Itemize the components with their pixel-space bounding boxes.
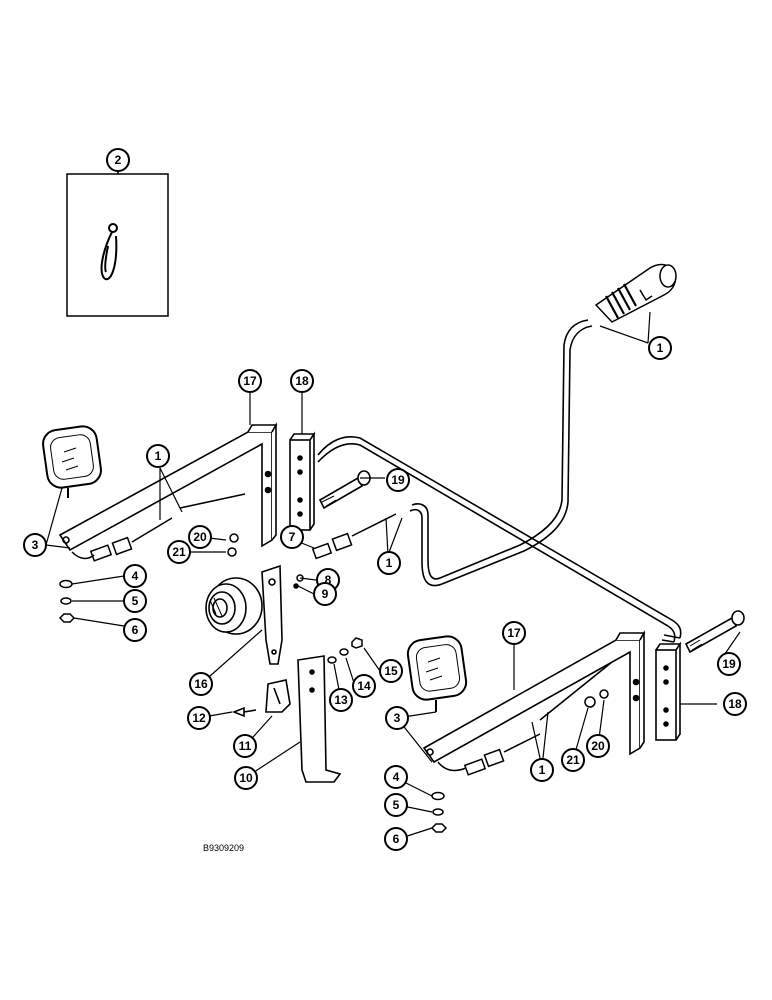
svg-text:18: 18: [295, 374, 309, 388]
svg-text:21: 21: [566, 753, 580, 767]
tie-strap-icon: [100, 223, 118, 281]
callout: 12: [187, 706, 211, 730]
svg-text:1: 1: [657, 341, 664, 355]
right-plate: [655, 641, 682, 741]
callouts: 2 1 17 18 1 19 3 20 21 7 8 1 4 5 6 9 17 …: [23, 148, 747, 851]
callout: 1: [146, 444, 170, 468]
svg-text:20: 20: [193, 530, 207, 544]
callout: 5: [123, 589, 147, 613]
svg-text:2: 2: [115, 153, 122, 167]
callout: 13: [329, 688, 353, 712]
svg-text:13: 13: [334, 693, 348, 707]
horn-bracket: [261, 564, 283, 665]
callout: 17: [502, 621, 526, 645]
callout: 17: [238, 369, 262, 393]
callout: 6: [384, 827, 408, 851]
callout: 16: [189, 672, 213, 696]
callout: 15: [379, 659, 403, 683]
callout: 21: [561, 748, 585, 772]
svg-text:19: 19: [722, 657, 736, 671]
support-bracket: [297, 655, 342, 783]
callout: 14: [352, 674, 376, 698]
left-lamp-icon: [42, 425, 102, 498]
left-plate: [289, 431, 316, 531]
svg-text:9: 9: [322, 587, 329, 601]
callout: 7: [280, 525, 304, 549]
callout: 3: [385, 706, 409, 730]
harness-plug-icon: [594, 263, 677, 323]
right-bracket: [422, 629, 646, 764]
callout: 11: [233, 734, 257, 758]
callout: 2: [106, 148, 130, 172]
svg-text:7: 7: [289, 530, 296, 544]
callout: 18: [723, 692, 747, 716]
clamp-icon: [265, 679, 291, 713]
callout: 10: [234, 766, 258, 790]
callout: 1: [530, 758, 554, 782]
svg-text:14: 14: [357, 679, 371, 693]
svg-text:16: 16: [194, 677, 208, 691]
svg-text:20: 20: [591, 739, 605, 753]
callout: 18: [290, 369, 314, 393]
svg-text:19: 19: [391, 473, 405, 487]
svg-text:12: 12: [192, 711, 206, 725]
inset-box: [66, 172, 169, 317]
callout: 21: [167, 540, 191, 564]
svg-text:15: 15: [384, 664, 398, 678]
right-hardware-icon: [430, 791, 448, 833]
svg-text:18: 18: [728, 697, 742, 711]
right-connector-icon: [437, 733, 541, 776]
callout: 9: [313, 582, 337, 606]
callout: 1: [648, 336, 672, 360]
svg-text:3: 3: [32, 538, 39, 552]
callout: 19: [386, 468, 410, 492]
right-bolt-icon: [684, 610, 745, 654]
horn-icon: [205, 577, 263, 635]
figure-reference-code: B9309209: [203, 843, 244, 853]
svg-text:17: 17: [243, 374, 257, 388]
callout: 19: [717, 652, 741, 676]
callout: 1: [377, 551, 401, 575]
center-connector-icon: [311, 513, 397, 560]
left-bracket: [58, 421, 278, 552]
svg-text:17: 17: [507, 626, 521, 640]
left-bolt-icon: [318, 470, 371, 510]
callout: 20: [586, 734, 610, 758]
callout: 3: [23, 533, 47, 557]
svg-text:8: 8: [325, 573, 332, 587]
callout: 6: [123, 618, 147, 642]
svg-text:1: 1: [155, 449, 162, 463]
callout: 5: [384, 793, 408, 817]
svg-text:6: 6: [393, 832, 400, 846]
callout: 20: [188, 525, 212, 549]
svg-text:11: 11: [239, 739, 252, 753]
svg-text:1: 1: [386, 556, 393, 570]
svg-text:4: 4: [132, 569, 139, 583]
svg-text:5: 5: [393, 798, 400, 812]
svg-text:1: 1: [539, 763, 546, 777]
right-lamp-icon: [406, 635, 468, 712]
center-hardware-icon: [327, 637, 363, 664]
svg-text:3: 3: [394, 711, 401, 725]
right-washer-icon: [584, 689, 609, 708]
screw-icon: [231, 706, 257, 718]
svg-text:21: 21: [172, 545, 186, 559]
callout: 4: [123, 564, 147, 588]
svg-text:4: 4: [393, 770, 400, 784]
svg-text:6: 6: [132, 623, 139, 637]
svg-text:10: 10: [239, 771, 253, 785]
left-connector-icon: [71, 517, 173, 562]
callout: 4: [384, 765, 408, 789]
svg-text:5: 5: [132, 594, 139, 608]
wiring-harness: [317, 319, 682, 643]
